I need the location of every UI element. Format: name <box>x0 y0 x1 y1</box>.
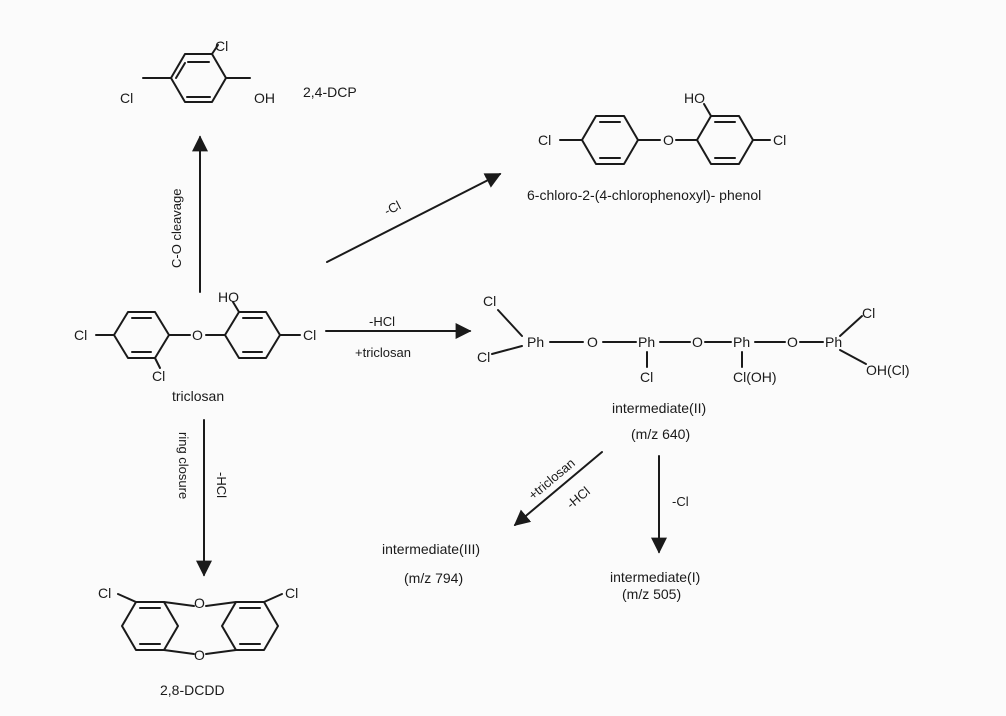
chlorophenoxy-phenol-cl-right-label: Cl <box>773 132 787 148</box>
condition-minus-hcl-down: -HCl <box>214 472 229 498</box>
int-ii-o-2-label: O <box>692 334 703 350</box>
condition-minus-cl-down: -Cl <box>672 494 689 509</box>
triclosan-cl-right-label: Cl <box>303 327 317 343</box>
dcdd-o-bottom-label: O <box>194 647 205 663</box>
condition-co-cleavage: C-O cleavage <box>169 188 184 268</box>
int-ii-cl-top-label: Cl <box>862 305 876 321</box>
int-ii-o-1-label: O <box>587 334 598 350</box>
int-ii-ph-3-label: Ph <box>733 334 751 350</box>
triclosan-structure <box>95 301 301 369</box>
chlorophenoxy-phenol-structure <box>559 103 771 165</box>
condition-minus-hcl: -HCl <box>369 314 395 329</box>
dcdd-cl-right-label: Cl <box>285 585 299 601</box>
chlorophenoxy-phenol-o-label: O <box>663 132 674 148</box>
int-iii-mz: (m/z 794) <box>404 570 464 586</box>
int-ii-cloh-label: Cl(OH) <box>733 369 777 385</box>
int-ii-mz: (m/z 640) <box>631 426 691 442</box>
int-ii-cl-ph2-label: Cl <box>640 369 654 385</box>
int-ii-ph-4-label: Ph <box>825 334 843 350</box>
condition-plus-triclosan: +triclosan <box>355 345 411 360</box>
int-i-mz: (m/z 505) <box>622 586 682 602</box>
dcp-oh-label: OH <box>254 90 275 106</box>
intermediate-ii-structure <box>491 309 867 368</box>
int-ii-name: intermediate(II) <box>612 400 707 416</box>
int-i-name: intermediate(I) <box>610 569 701 585</box>
dcdd-cl-left-label: Cl <box>98 585 112 601</box>
arrow-to-chlorophenoxy-phenol <box>326 173 502 263</box>
int-ii-ph-2-label: Ph <box>638 334 656 350</box>
int-ii-ohcl-label: OH(Cl) <box>866 362 910 378</box>
dcdd-structure <box>117 593 283 655</box>
triclosan-cl-bottom-label: Cl <box>152 368 166 384</box>
triclosan-cl-left-label: Cl <box>74 327 88 343</box>
int-iii-name: intermediate(III) <box>382 541 481 557</box>
dcp-name: 2,4-DCP <box>303 84 357 100</box>
chlorophenoxy-phenol-name: 6-chloro-2-(4-chlorophenoxyl)- phenol <box>527 187 762 203</box>
condition-ring-closure: ring closure <box>176 432 191 500</box>
dcdd-o-top-label: O <box>194 595 205 611</box>
triclosan-o-label: O <box>192 327 203 343</box>
chlorophenoxy-phenol-ho-label: HO <box>684 90 705 106</box>
dcp-cl-top-label: Cl <box>215 38 229 54</box>
int-ii-o-3-label: O <box>787 334 798 350</box>
int-ii-ph-1-label: Ph <box>527 334 545 350</box>
int-ii-cl-a-label: Cl <box>483 293 497 309</box>
dcdd-name: 2,8-DCDD <box>160 682 225 698</box>
dcp-structure <box>142 44 251 103</box>
arrow-to-intermediate-iii <box>513 451 603 527</box>
triclosan-ho-label: HO <box>218 289 239 305</box>
triclosan-name: triclosan <box>172 388 225 404</box>
chlorophenoxy-phenol-cl-left-label: Cl <box>538 132 552 148</box>
dcp-cl-left-label: Cl <box>120 90 134 106</box>
int-ii-cl-b-label: Cl <box>477 349 491 365</box>
